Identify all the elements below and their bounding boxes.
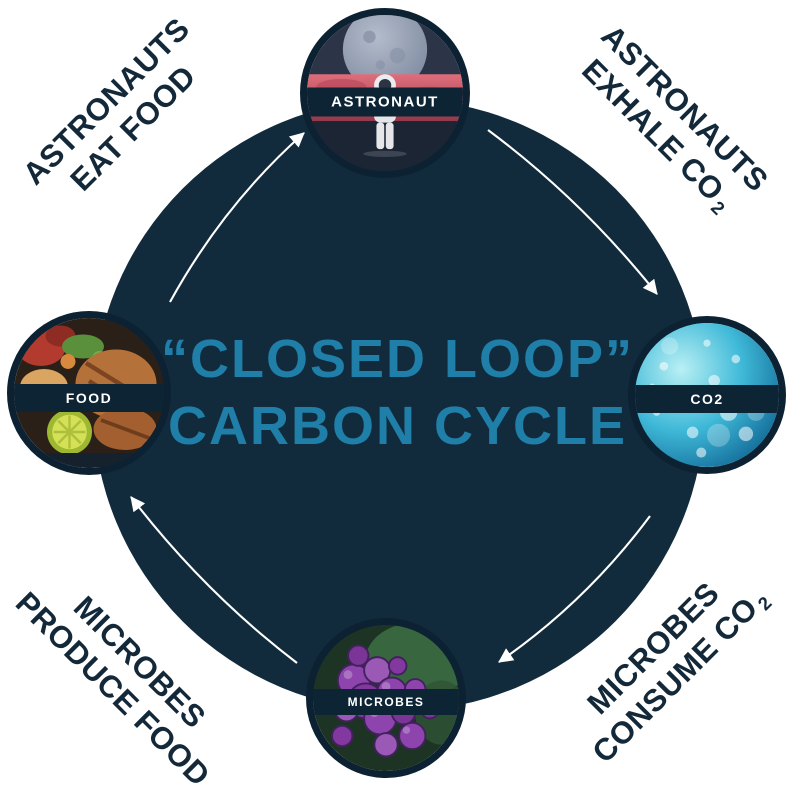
node-label-microbes: MICROBES	[313, 689, 459, 716]
title-line-1: “CLOSED LOOP”	[160, 329, 635, 389]
diagram-title: “CLOSED LOOP” CARBON CYCLE	[0, 326, 795, 460]
node-label-astronaut: ASTRONAUT	[307, 87, 463, 117]
node-astronaut: ASTRONAUT	[300, 8, 470, 178]
node-co2: CO2	[628, 316, 786, 474]
lime-icon	[47, 409, 92, 455]
title-line-2: CARBON CYCLE	[167, 396, 627, 456]
node-label-food: FOOD	[14, 383, 164, 412]
node-food: FOOD	[7, 311, 171, 475]
node-microbes: MICROBES	[306, 618, 466, 778]
node-label-co2: CO2	[635, 385, 779, 414]
